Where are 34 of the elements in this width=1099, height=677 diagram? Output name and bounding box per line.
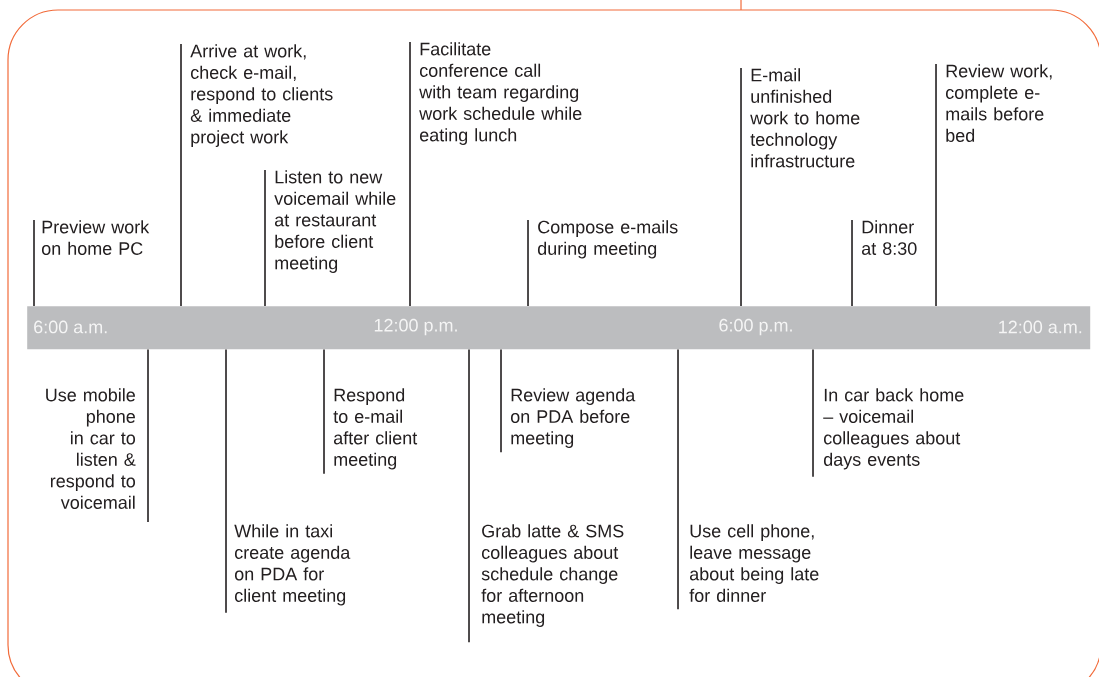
tick-line xyxy=(500,348,502,453)
tick-line xyxy=(147,348,149,523)
tick-line xyxy=(225,348,227,614)
event-text: Compose e-mails during meeting xyxy=(537,220,678,259)
tick-line xyxy=(409,41,411,307)
event-text: While in taxi create agenda on PDA for client meeting xyxy=(234,524,351,606)
time-label: 6:00 a.m. xyxy=(34,320,107,334)
tick-line xyxy=(677,348,679,610)
event-text: Respond to e-mail after client meeting xyxy=(333,388,418,470)
event-text: Facilitate conference call with team regarding work schedule while eating lunch xyxy=(419,42,582,145)
event-text: Preview work on home PC xyxy=(41,220,150,255)
event-text: E-mail unfinished work to home technology infrastructure xyxy=(750,68,860,168)
tick-line xyxy=(323,348,325,475)
event-text: Listen to new voicemail while at restaurant before client meeting xyxy=(274,170,396,273)
tick-line xyxy=(527,219,529,307)
event-text: Use mobile phone in car to listen & respond to voicemail xyxy=(46,388,136,509)
event-text: Grab latte & SMS colleagues about schedule change for afternoon meeting xyxy=(481,524,624,627)
event-text: Review agenda on PDA before meeting xyxy=(510,388,636,448)
time-label: 12:00 a.m. xyxy=(999,320,1082,334)
tick-line xyxy=(180,43,182,307)
event-text: In car back home – voicemail colleagues about days events xyxy=(823,388,964,470)
tick-line xyxy=(468,348,470,643)
tick-line xyxy=(33,219,35,307)
tick-line xyxy=(812,348,814,478)
event-text: Review work, complete e-mails before bed xyxy=(946,64,1052,142)
time-label: 6:00 p.m. xyxy=(719,318,792,336)
event-text: Arrive at work, check e-mail, respond to clients & immediate project work xyxy=(190,44,333,147)
time-label: 12:00 p.m. xyxy=(374,318,457,336)
tick-line xyxy=(264,169,266,307)
event-text: Dinner at 8:30 xyxy=(862,220,917,255)
tick-line xyxy=(740,67,742,307)
event-text: Use cell phone, leave message about being late for dinner xyxy=(689,524,819,602)
tick-line xyxy=(935,63,937,307)
tick-line xyxy=(851,219,853,307)
